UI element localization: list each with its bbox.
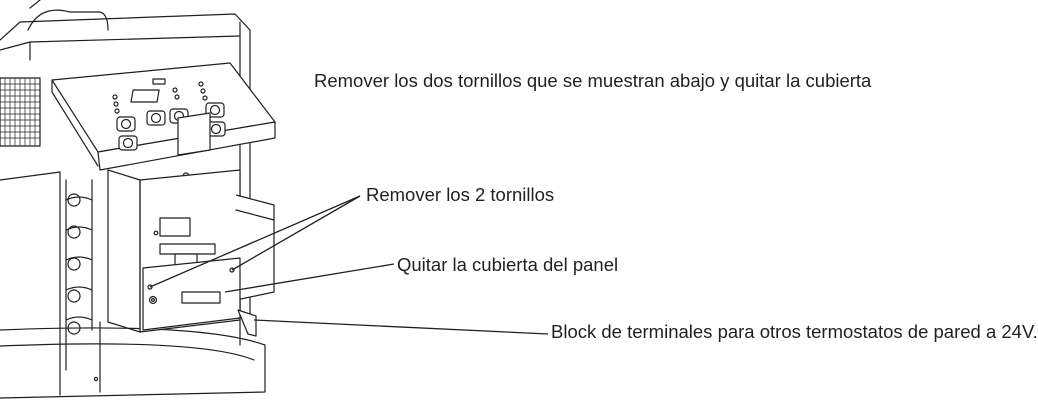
leader-lines [149,195,549,335]
instruction-intro: Remover los dos tornillos que se muestra… [314,70,872,91]
diagram-canvas: Remover los dos tornillos que se muestra… [0,0,1038,399]
coil-tubing [65,179,93,371]
terminal-bracket [237,309,257,337]
control-panel [51,62,276,180]
label-remove-screws: Remover los 2 tornillos [366,184,555,205]
intake-grille [0,77,41,147]
label-remove-cover: Quitar la cubierta del panel [397,254,619,275]
leader-screw-left [149,195,361,288]
air-conditioner-drawing [0,0,549,399]
label-terminal-block: Block de terminales para otros termostat… [551,321,1038,342]
leader-cover [224,263,395,293]
leader-terminal-block [253,319,549,335]
leader-screw-right [231,195,361,271]
